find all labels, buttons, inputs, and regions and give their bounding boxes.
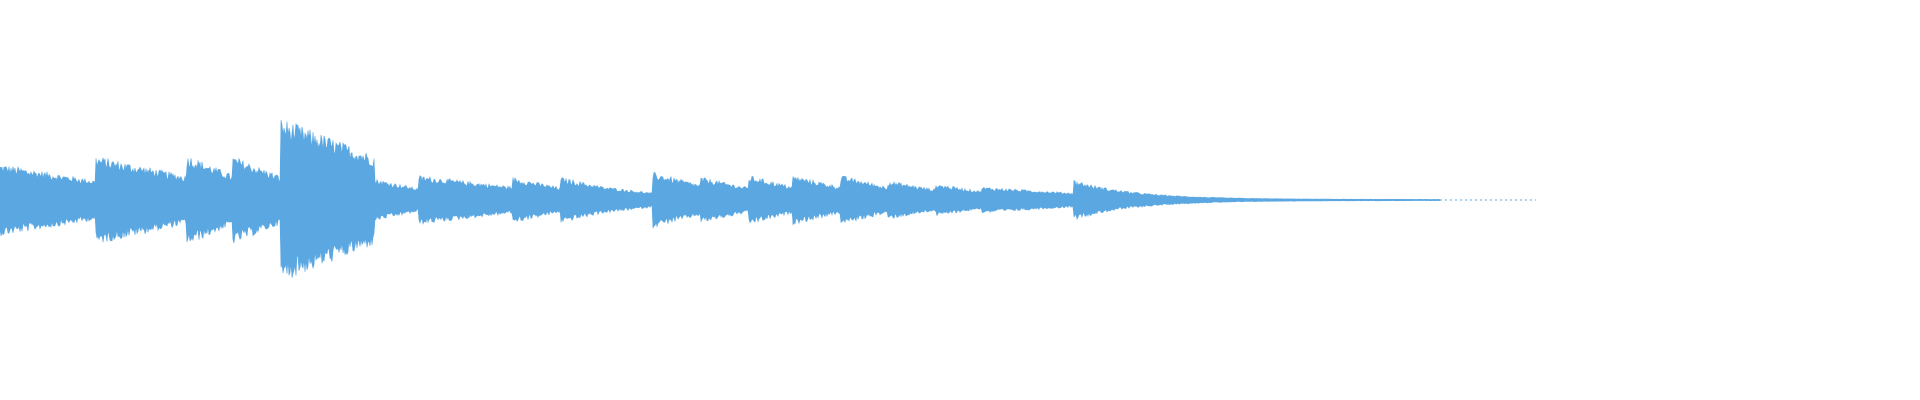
waveform-lower-envelope: [0, 199, 1441, 278]
waveform-upper-envelope: [0, 120, 1441, 201]
